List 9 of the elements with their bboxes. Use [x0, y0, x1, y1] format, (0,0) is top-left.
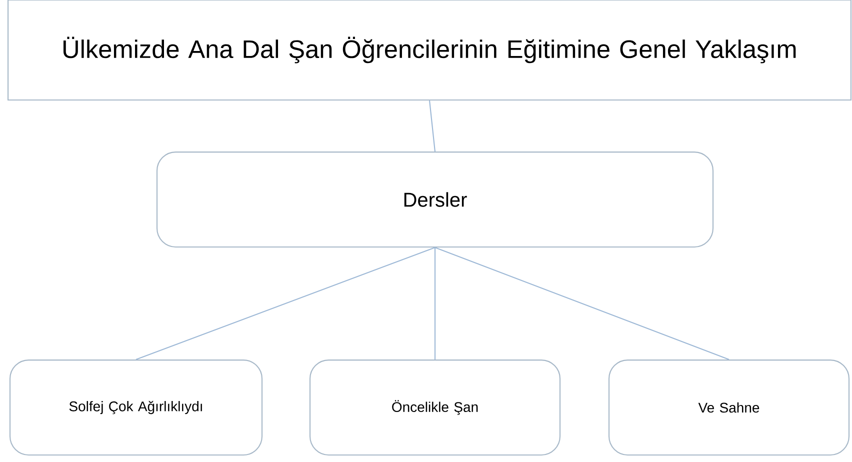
rounded-box: Dersler	[156, 152, 714, 248]
connector-line	[428, 100, 436, 152]
title-box: Ülkemizde Ana Dal Şan Öğrencilerinin Eğitimine Genel Yaklaşım	[8, 0, 852, 101]
rounded-box: Öncelikle Şan	[309, 360, 561, 456]
connector-line	[434, 247, 730, 360]
connector-line	[136, 247, 436, 360]
connector-line	[434, 248, 436, 360]
rounded-box: Solfej Çok Ağırlıklıydı	[9, 360, 263, 456]
rounded-box: Ve Sahne	[608, 360, 850, 456]
